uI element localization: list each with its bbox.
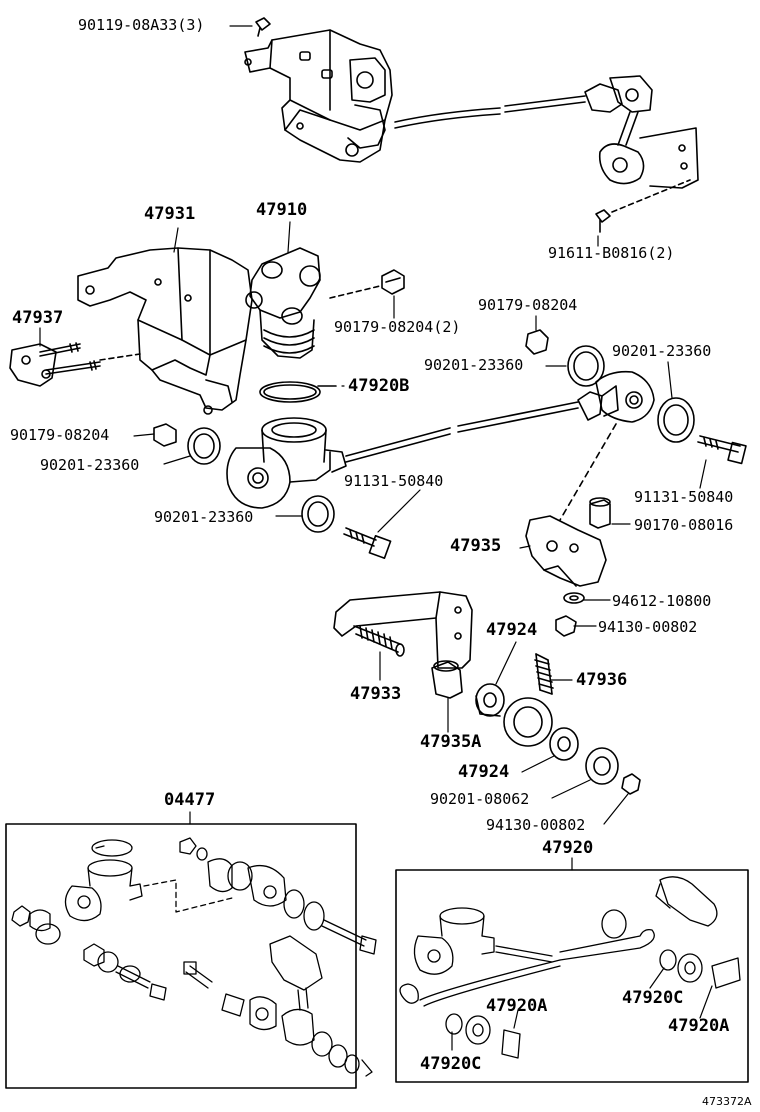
- leader-lines: [39, 25, 713, 1051]
- right-joint: [577, 370, 655, 423]
- label-94130-00802-upper: 94130-00802: [598, 618, 698, 636]
- top-bolt: [255, 17, 271, 37]
- top-control-rod: [394, 75, 653, 129]
- label-47924-lower: 47924: [458, 762, 510, 782]
- label-47920C-left: 47920C: [420, 1054, 482, 1074]
- nut-90179-a: [381, 269, 405, 295]
- label-90201-23360-upper-right: 90201-23360: [612, 342, 712, 360]
- top-sensor-link: [598, 111, 699, 189]
- o-ring-47920B: [259, 381, 337, 403]
- washer-90201-b: [657, 397, 695, 443]
- label-90179-08204-right: 90179-08204: [478, 296, 578, 314]
- nut-94130-b: [621, 773, 641, 795]
- top-bracket-assembly: [244, 29, 393, 163]
- kit-box-04477: [5, 823, 357, 1089]
- washer-90201-e: [585, 747, 619, 785]
- bolt-91131-b: [697, 435, 747, 465]
- washer-90201-a: [567, 345, 605, 387]
- nut-90179-c: [153, 423, 177, 447]
- label-47920A-right: 47920A: [668, 1016, 730, 1036]
- label-47920C-right: 47920C: [622, 988, 684, 1008]
- label-90201-08062: 90201-08062: [430, 790, 530, 808]
- label-91131-50840-center: 91131-50840: [344, 472, 444, 490]
- label-94612-10800: 94612-10800: [612, 592, 712, 610]
- label-47920A-center: 47920A: [486, 996, 548, 1016]
- arm-47935: [525, 515, 607, 587]
- kit-box-47920: [395, 869, 749, 1083]
- bushing-47924-b: [549, 727, 579, 761]
- label-47920: 47920: [542, 838, 594, 858]
- label-90119-08A33: 90119-08A33(3): [78, 16, 205, 34]
- leader-dashed: [559, 423, 617, 521]
- bushing-47924-a: [475, 683, 505, 717]
- leader-dashed: [99, 353, 141, 361]
- drawing-reference-number: 473372A: [702, 1095, 752, 1108]
- lower-rod: [345, 401, 579, 463]
- label-94130-00802-lower: 94130-00802: [486, 816, 586, 834]
- label-47910: 47910: [256, 200, 308, 220]
- bracket-47931: [77, 247, 253, 415]
- label-47935: 47935: [450, 536, 502, 556]
- label-91131-50840-right: 91131-50840: [634, 488, 734, 506]
- label-90179-08204-left: 90179-08204: [10, 426, 110, 444]
- leader-dashed: [329, 285, 381, 299]
- valve-47910: [245, 247, 321, 359]
- nut-90179-b: [525, 329, 549, 355]
- label-90201-23360-left: 90201-23360: [40, 456, 140, 474]
- label-90179-08204-qty2: 90179-08204(2): [334, 318, 461, 336]
- washer-94612: [563, 592, 585, 604]
- washer-90201-c: [187, 427, 221, 465]
- label-47933: 47933: [350, 684, 402, 704]
- nut-94130-a: [555, 615, 577, 637]
- label-47937: 47937: [12, 308, 64, 328]
- joint-housing: [226, 417, 347, 509]
- label-47931: 47931: [144, 204, 196, 224]
- kit-04477-parts: [11, 837, 377, 1077]
- label-90170-08016: 90170-08016: [634, 516, 734, 534]
- kit-47920-parts: [399, 876, 741, 1059]
- label-91611-B0816: 91611-B0816(2): [548, 244, 675, 262]
- collar-47935A: [431, 660, 463, 699]
- washer-90201-d: [301, 495, 335, 533]
- collar-90170: [589, 497, 611, 529]
- bracket-47933: [333, 591, 473, 669]
- leader-dashed: [611, 179, 691, 213]
- label-90201-23360-lower: 90201-23360: [154, 508, 254, 526]
- label-47920B: 47920B: [348, 376, 410, 396]
- bolt-47937: [9, 342, 101, 387]
- label-47935A: 47935A: [420, 732, 482, 752]
- bolt-91131-a: [343, 527, 392, 559]
- label-04477: 04477: [164, 790, 216, 810]
- label-47936: 47936: [576, 670, 628, 690]
- label-47924-upper: 47924: [486, 620, 538, 640]
- small-bolt-91611: [595, 209, 611, 233]
- label-90201-23360-upper-left: 90201-23360: [424, 356, 524, 374]
- rod-end-47936: [503, 653, 554, 747]
